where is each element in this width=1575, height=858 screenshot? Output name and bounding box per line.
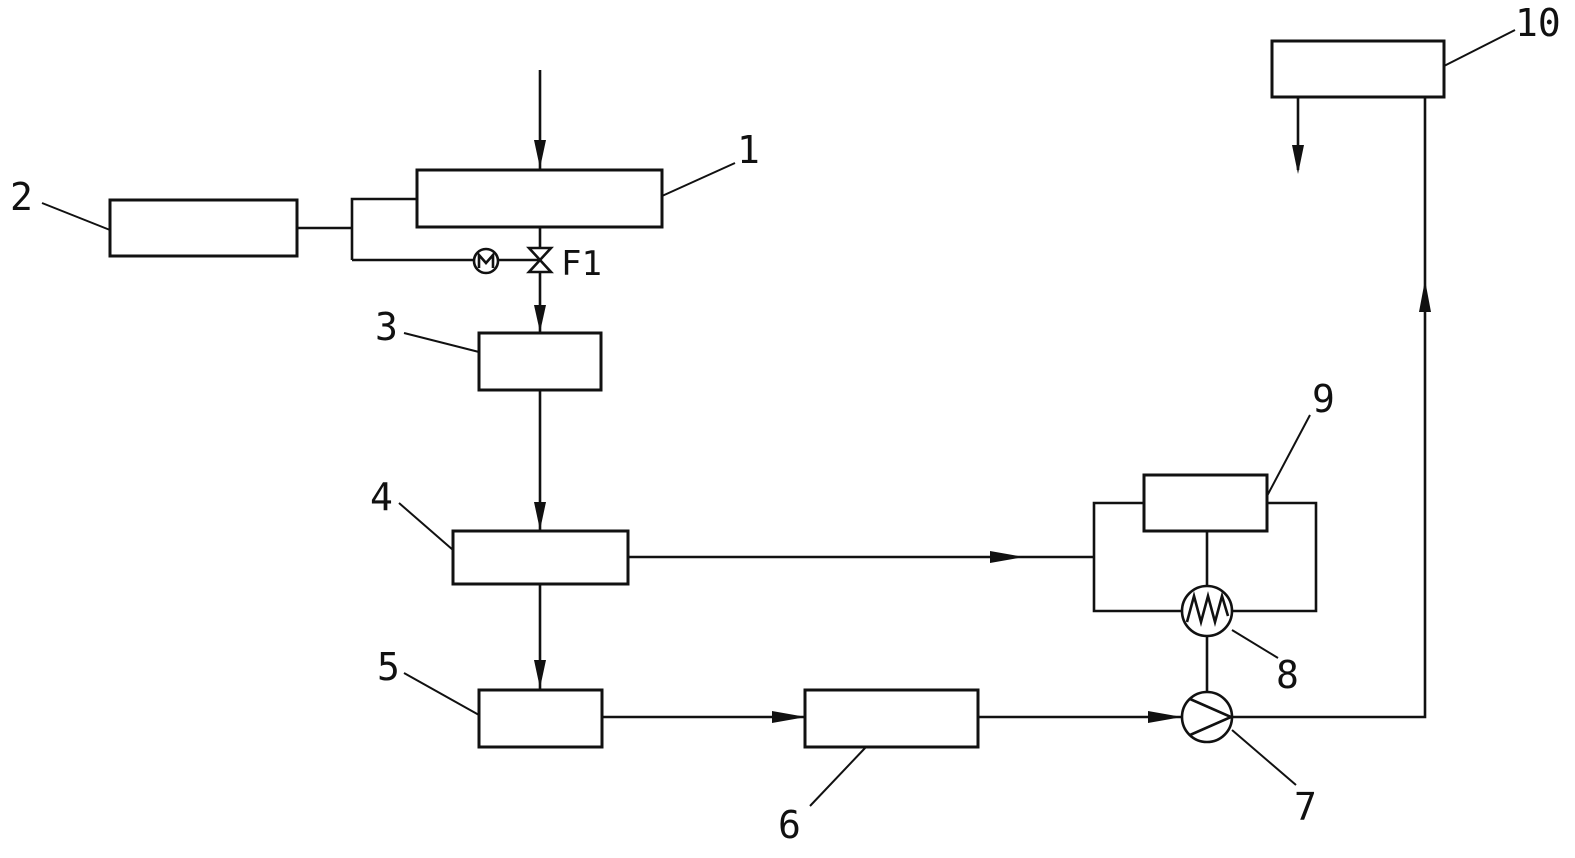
unit-1-box <box>415 168 664 229</box>
equipment <box>108 39 1446 749</box>
label-valve-f1: F1 <box>561 244 602 284</box>
label-unit-7: 7 <box>1294 785 1317 829</box>
label-unit-6: 6 <box>778 803 801 847</box>
arrow-inlet <box>534 140 546 168</box>
leader-4 <box>398 502 454 551</box>
gate-valve-icon <box>526 246 554 274</box>
label-unit-8: 8 <box>1276 653 1299 697</box>
unit-3-box <box>477 331 603 392</box>
unit-2-box <box>108 198 299 258</box>
leader-9 <box>1266 414 1311 497</box>
leader-7 <box>1231 729 1297 786</box>
leader-10 <box>1443 29 1516 67</box>
arrow-into-6 <box>772 711 806 723</box>
bypass-upper <box>350 197 417 260</box>
leader-2 <box>41 202 111 231</box>
heat-exchanger-icon <box>1180 584 1234 638</box>
loop-left <box>1092 501 1182 613</box>
flow-lines <box>297 70 1427 719</box>
arrow-into-9-loop <box>990 551 1024 563</box>
label-unit-10: 10 <box>1515 1 1561 45</box>
unit-4-box <box>451 529 630 586</box>
pump-icon <box>1180 690 1235 744</box>
arrow-into-7 <box>1148 711 1182 723</box>
motor-icon <box>472 247 500 275</box>
leader-1 <box>661 162 736 197</box>
arrow-up-to-10 <box>1419 280 1431 312</box>
label-unit-1: 1 <box>737 128 760 172</box>
arrow-into-5 <box>534 660 546 688</box>
unit-9-box <box>1142 473 1269 533</box>
arrow-into-4 <box>534 502 546 530</box>
unit-6-box <box>803 688 980 749</box>
leader-lines <box>41 29 1516 807</box>
label-unit-9: 9 <box>1312 377 1335 421</box>
leader-8 <box>1231 629 1279 659</box>
label-unit-4: 4 <box>370 475 393 519</box>
leader-6 <box>809 746 867 807</box>
unit-5-box <box>477 688 604 749</box>
loop-right <box>1232 501 1318 613</box>
unit-10-box <box>1270 39 1446 99</box>
flow-arrows <box>534 140 1431 723</box>
leader-3 <box>403 332 480 353</box>
labels: 1 2 3 4 5 6 7 8 9 10 F1 <box>10 1 1561 847</box>
arrow-into-3 <box>534 305 546 332</box>
arrow-outlet <box>1292 145 1304 174</box>
label-unit-2: 2 <box>10 175 33 219</box>
leader-5 <box>403 672 480 716</box>
label-unit-5: 5 <box>377 645 400 689</box>
label-unit-3: 3 <box>375 305 398 349</box>
